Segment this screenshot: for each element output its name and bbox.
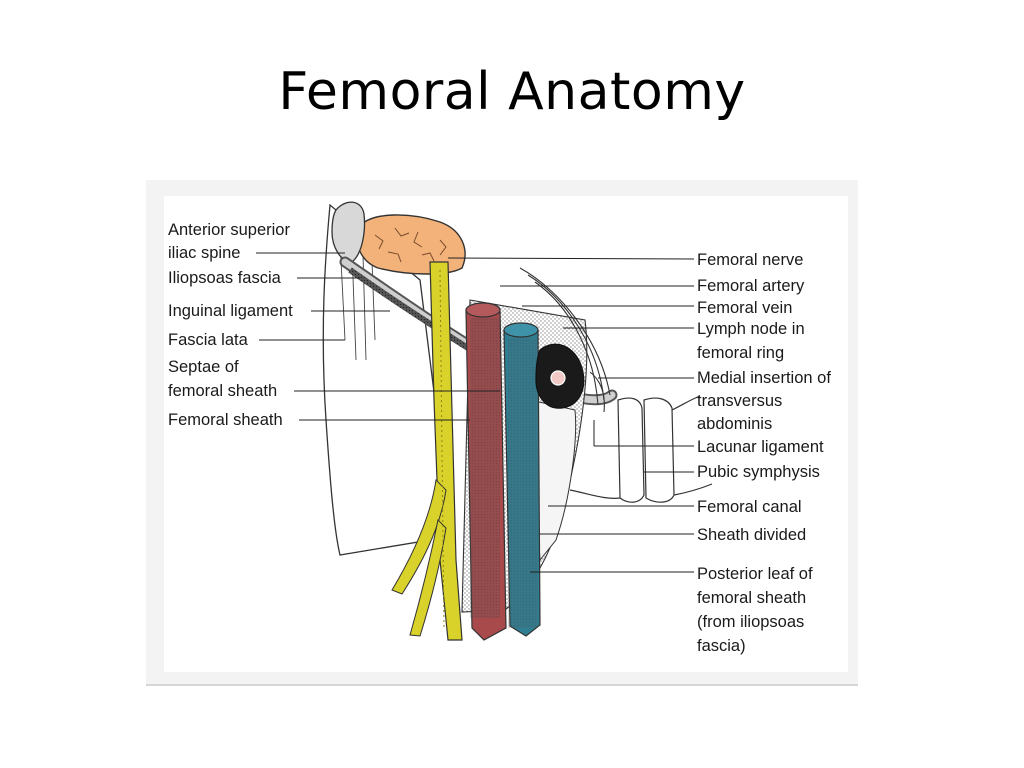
label-femoral-sheath-posterior: femoral sheath (697, 589, 807, 607)
lacunar-fibers (519, 267, 611, 413)
label-femoral-artery: Femoral artery (697, 277, 805, 295)
femoral-artery (465, 302, 507, 641)
femoral-canal (529, 399, 577, 562)
label-anterior-superior: Anterior superior (168, 221, 290, 239)
label-fascia-lata: Fascia lata (168, 331, 248, 349)
label-fascia-close: fascia) (697, 637, 746, 655)
label-lacunar-ligament: Lacunar ligament (697, 438, 824, 456)
label-iliac-spine: iliac spine (168, 244, 241, 262)
label-femoral-canal: Femoral canal (697, 498, 802, 516)
label-pubic-symphysis: Pubic symphysis (697, 463, 820, 481)
label-iliopsoas-fascia: Iliopsoas fascia (168, 269, 281, 287)
slide-title: Femoral Anatomy (278, 62, 746, 122)
iliac-crest-bone (356, 214, 466, 275)
label-posterior-leaf: Posterior leaf of (697, 565, 813, 583)
label-inguinal-ligament: Inguinal ligament (168, 302, 293, 320)
label-sheath-divided: Sheath divided (697, 526, 807, 544)
label-abdominis: abdominis (697, 415, 773, 433)
lymph-node (535, 343, 585, 409)
label-transversus: transversus (697, 392, 783, 410)
label-femoral-ring: femoral ring (697, 344, 785, 362)
label-septae-of: Septae of (168, 358, 239, 376)
label-medial-insertion: Medial insertion of (697, 369, 831, 387)
label-femoral-nerve: Femoral nerve (697, 251, 804, 269)
femoral-vein (503, 322, 541, 637)
leader-lines-left (256, 252, 500, 421)
bone-texture (374, 227, 447, 263)
leader-lines-right (447, 257, 695, 573)
femoral-nerve (391, 261, 463, 641)
label-femoral-vein: Femoral vein (697, 299, 793, 317)
pubic-symphysis (569, 395, 713, 503)
label-femoral-sheath-septae: femoral sheath (168, 382, 278, 400)
label-lymph-node-in: Lymph node in (697, 320, 805, 338)
label-from-iliopsoas: (from iliopsoas (697, 613, 805, 631)
label-femoral-sheath: Femoral sheath (168, 411, 283, 429)
